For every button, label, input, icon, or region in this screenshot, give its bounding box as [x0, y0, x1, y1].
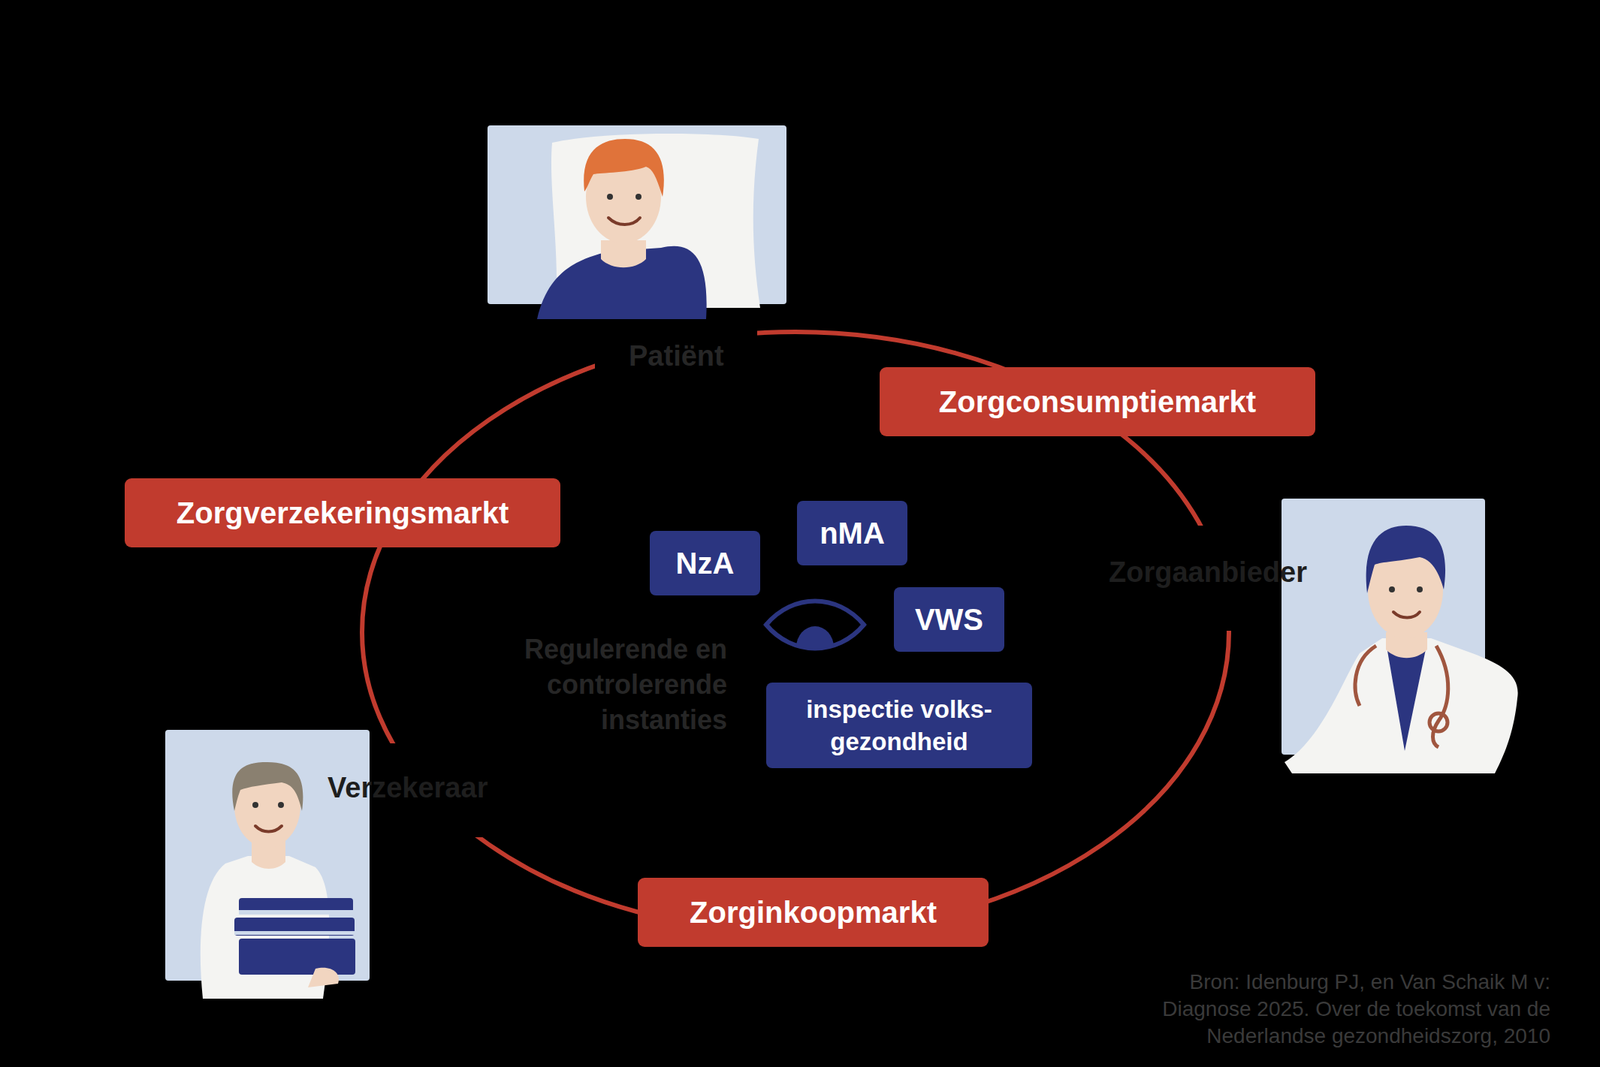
actor-label: Verzekeraar	[327, 771, 488, 807]
authority-box: inspectie volks- gezondheid	[766, 682, 1033, 769]
doctor-illustration	[1281, 498, 1519, 774]
eye-symbol	[766, 601, 864, 650]
market-label: Zorginkoopmarkt	[637, 878, 989, 948]
authority-box: VWS	[893, 587, 1005, 653]
box-text: NzA	[676, 545, 735, 582]
source-note: Bron: Idenburg PJ, en Van Schaik M v: Di…	[1129, 969, 1551, 1050]
box-text: nMA	[819, 515, 885, 552]
cycle-gap	[594, 319, 758, 380]
box-text: Zorgverzekeringsmarkt	[176, 495, 509, 532]
actor-label: Zorgaanbieder	[1108, 555, 1308, 591]
box-text: Zorgconsumptiemarkt	[938, 383, 1256, 420]
authority-box: nMA	[796, 501, 908, 566]
market-label: Zorgconsumptiemarkt	[879, 367, 1316, 437]
box-text: Zorginkoopmarkt	[689, 894, 937, 931]
authority-box: NzA	[649, 531, 761, 596]
market-label: Zorgverzekeringsmarkt	[124, 478, 561, 548]
regulator-caption: Regulerende en controlerende instanties	[486, 632, 728, 738]
patient-illustration	[487, 125, 787, 320]
box-text: inspectie volks- gezondheid	[781, 693, 1018, 758]
insurer-illustration	[165, 730, 370, 1000]
actor-label: Patiënt	[628, 339, 725, 375]
box-text: VWS	[914, 601, 984, 638]
